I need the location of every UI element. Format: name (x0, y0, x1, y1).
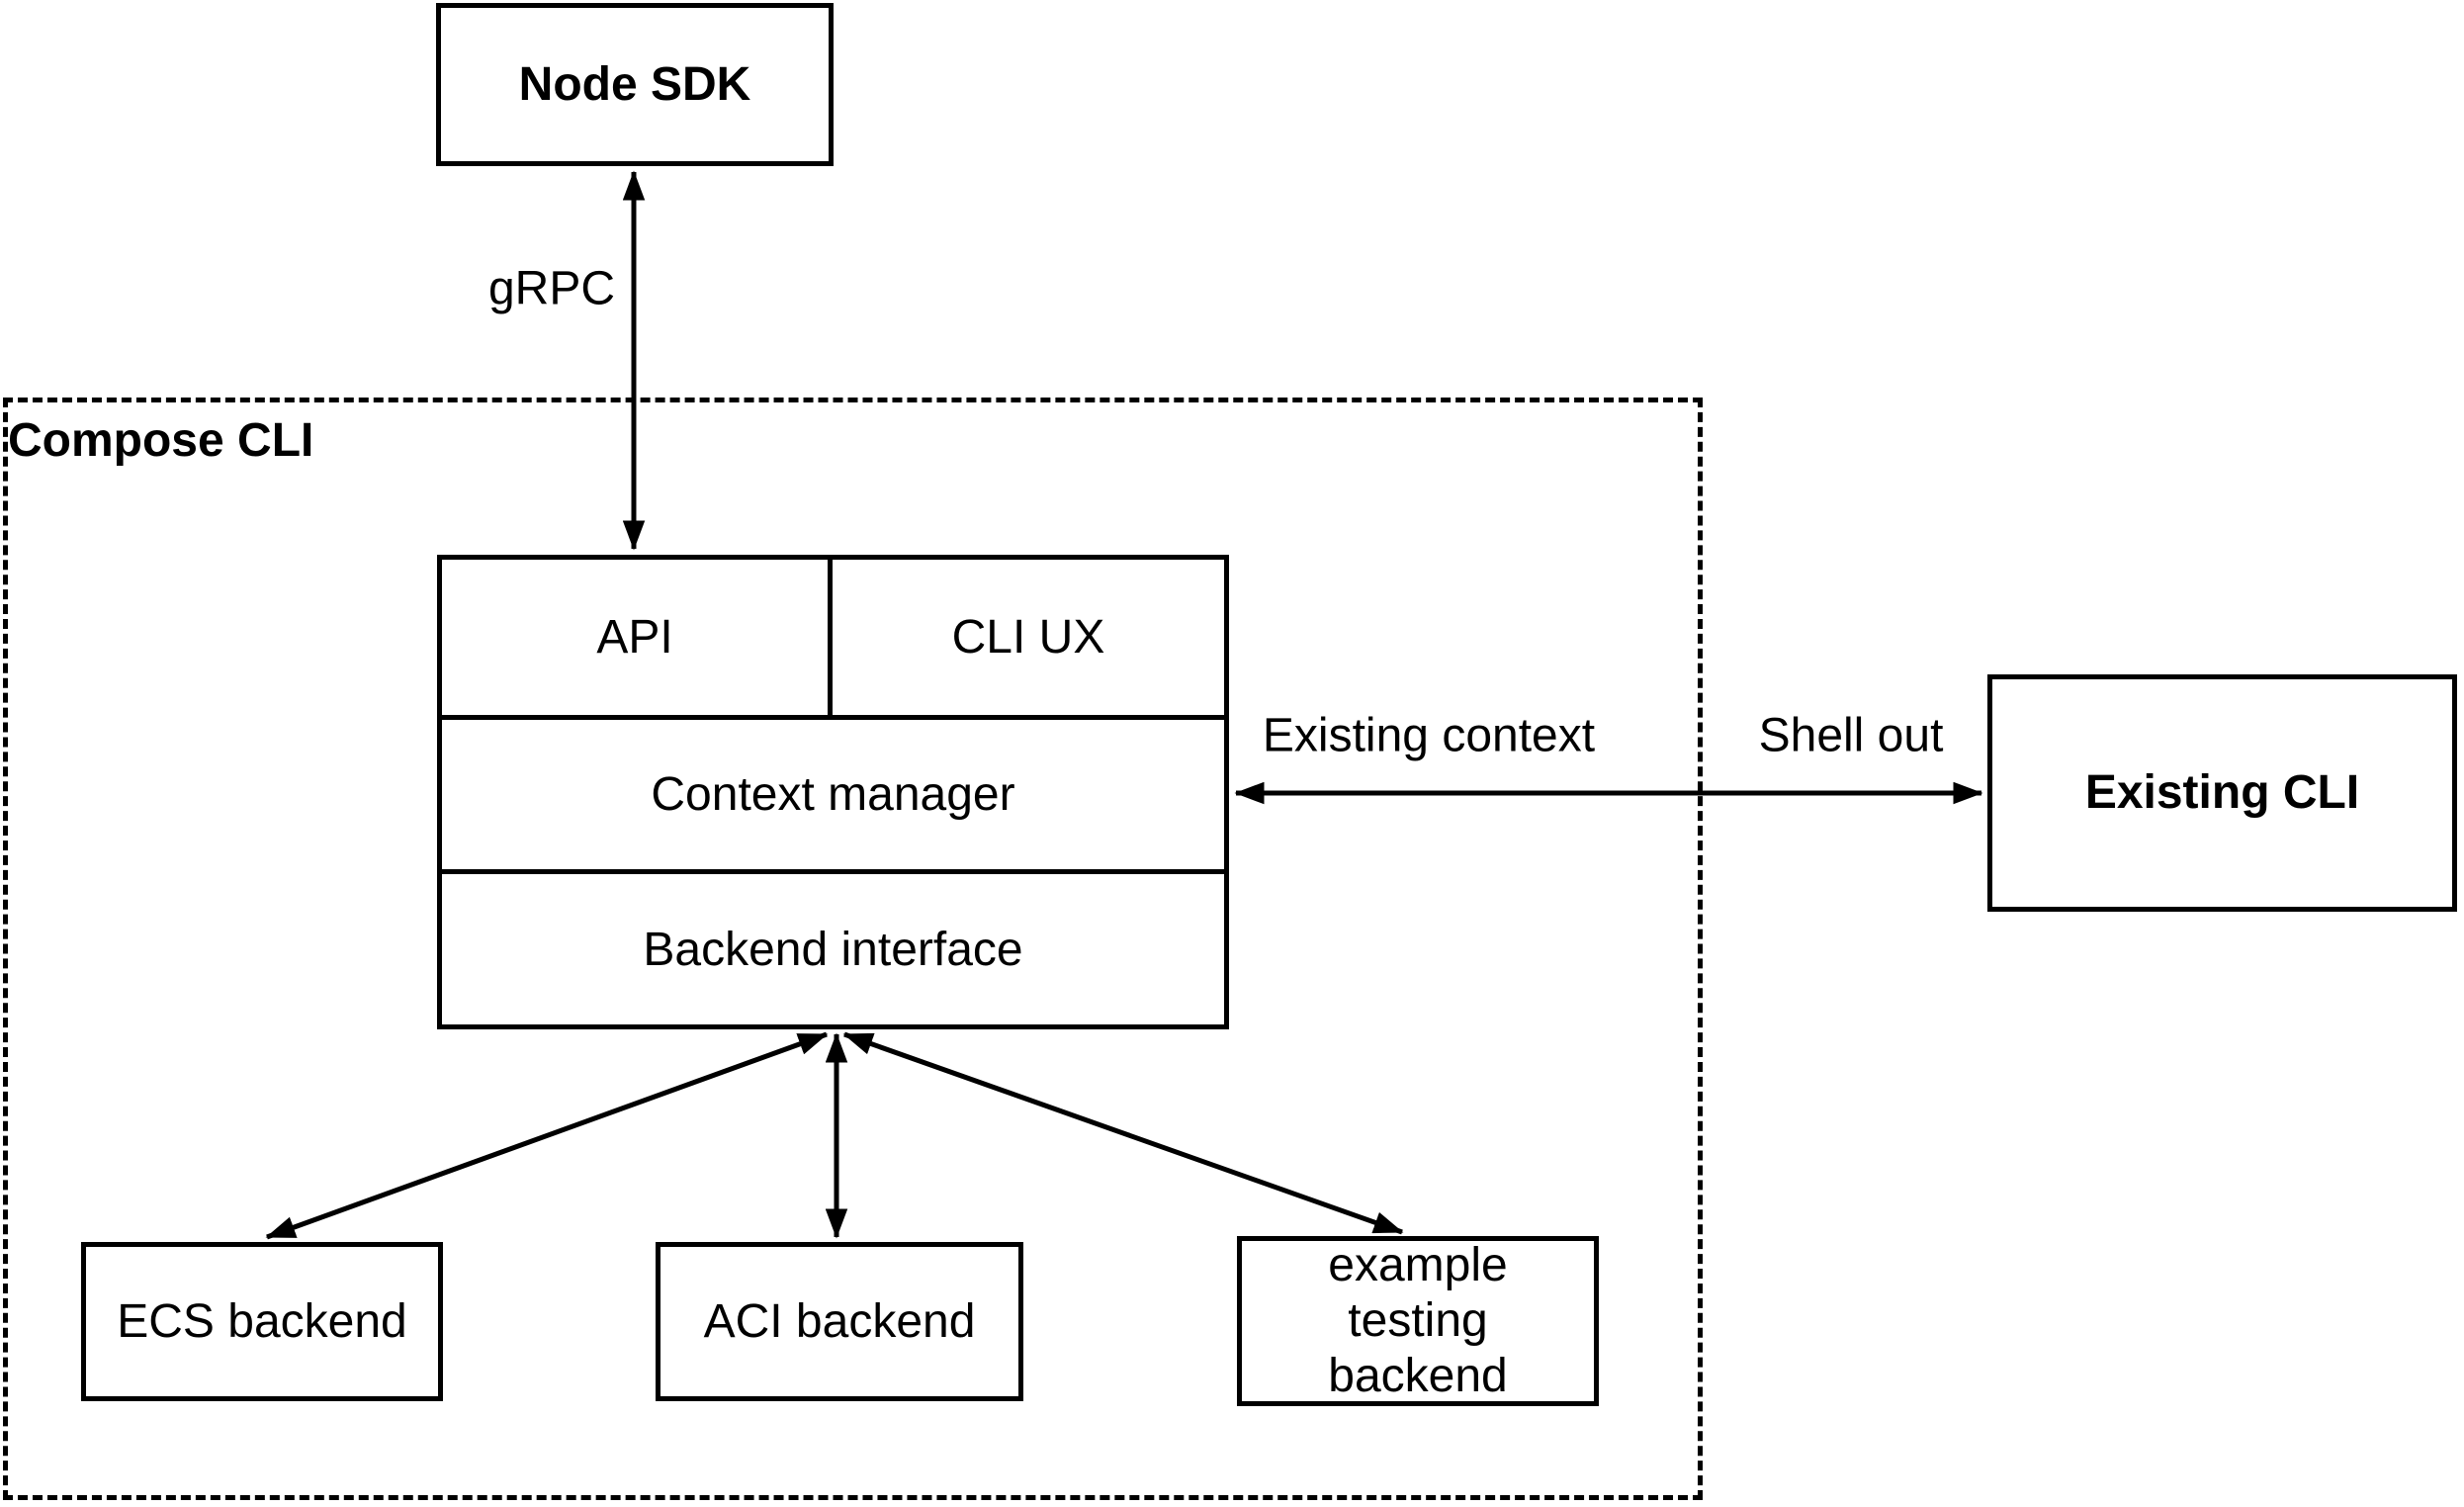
shell-out-edge-label: Shell out (1752, 708, 1950, 763)
api-label: API (596, 610, 673, 664)
backend-interface-label: Backend interface (643, 923, 1023, 976)
existing-cli-label: Existing CLI (2084, 766, 2360, 819)
compose-cli-container (3, 398, 1703, 1500)
api-box: API (442, 560, 833, 715)
context-manager-label: Context manager (651, 767, 1015, 821)
cli-ux-box: CLI UX (833, 560, 1224, 715)
stack-top-row: API CLI UX (442, 560, 1224, 715)
context-manager-box: Context manager (442, 714, 1224, 870)
existing-context-edge-label: Existing context (1256, 708, 1602, 763)
node-sdk-box: Node SDK (436, 3, 834, 166)
ecs-backend-label: ECS backend (117, 1294, 407, 1348)
example-testing-backend-box: example testing backend (1237, 1236, 1599, 1406)
cli-ux-label: CLI UX (951, 610, 1105, 664)
aci-backend-box: ACI backend (656, 1242, 1023, 1401)
example-testing-backend-label: example testing backend (1328, 1239, 1508, 1402)
compose-cli-stack: API CLI UX Context manager Backend inter… (437, 555, 1229, 1029)
node-sdk-label: Node SDK (518, 57, 751, 111)
aci-backend-label: ACI backend (703, 1294, 976, 1348)
compose-cli-container-label: Compose CLI (8, 414, 314, 467)
existing-cli-box: Existing CLI (1987, 674, 2457, 912)
backend-interface-box: Backend interface (442, 869, 1224, 1024)
grpc-edge-label: gRPC (482, 261, 622, 316)
ecs-backend-box: ECS backend (81, 1242, 443, 1401)
